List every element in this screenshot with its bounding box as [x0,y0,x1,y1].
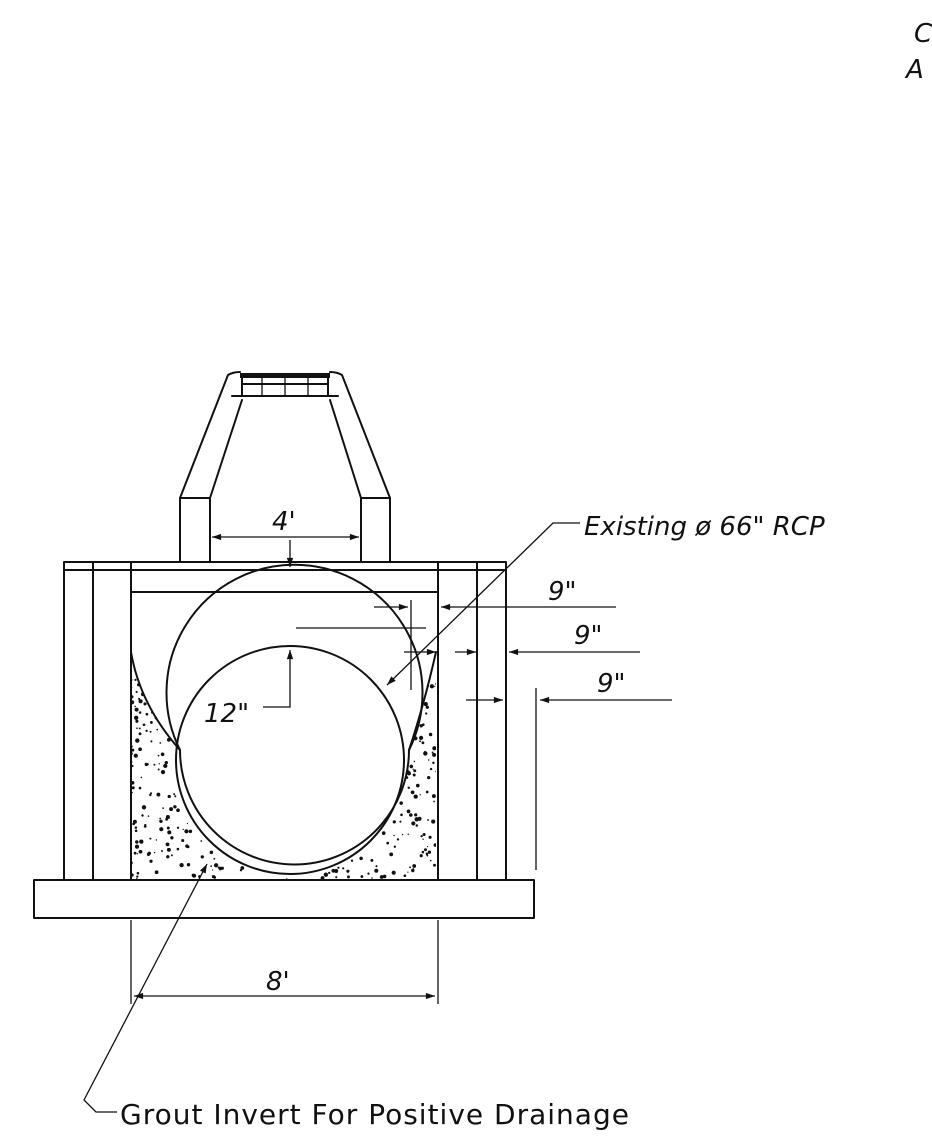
dimension-9in-lower: 9" [466,669,672,870]
dimension-12in: 12" [204,650,294,729]
existing-pipe-label: Existing ø 66" RCP [584,512,825,542]
corner-text-line2: A [904,55,924,85]
manhole-cone [179,371,391,563]
dimension-12in-label: 12" [204,699,249,729]
grout-note-label: Grout Invert For Positive Drainage [120,1098,630,1131]
dimension-9in-top: 9" [374,577,616,690]
base-slab [33,879,535,919]
dimension-9in-top-label: 9" [548,577,577,607]
manhole-box [63,561,507,881]
dimension-9in-lower-label: 9" [597,669,626,699]
dimension-9in-middle: 9" [296,621,640,656]
dimension-8ft-label: 8' [266,967,290,997]
dimension-8ft: 8' [130,920,439,1004]
dimension-4ft: 4' [212,507,360,567]
corner-text-line1: C [914,19,932,49]
dimension-4ft-label: 4' [272,507,296,537]
leader-existing-pipe: Existing ø 66" RCP [386,512,825,686]
leader-grout-note: Grout Invert For Positive Drainage [83,863,630,1131]
frame-and-grate [231,373,339,397]
existing-pipe [165,563,424,875]
dimension-9in-middle-label: 9" [574,621,603,651]
